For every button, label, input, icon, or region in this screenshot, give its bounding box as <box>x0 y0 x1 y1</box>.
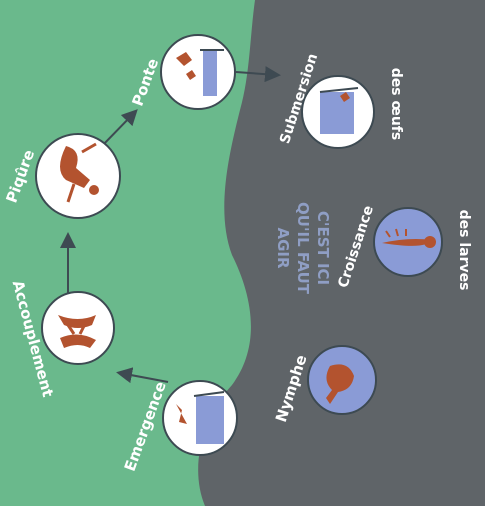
zone-text-line: C'EST ICI <box>314 211 332 285</box>
stage-accouplement: Accouplement <box>9 278 114 399</box>
stage-piqure: Piqûre <box>2 134 120 218</box>
zone-text-line: AGIR <box>274 227 292 269</box>
submerged-eggs-icon <box>320 88 358 134</box>
stage-ponte: Ponte <box>128 35 235 109</box>
arrow-emergence-to-accouplement <box>120 373 168 382</box>
stage-label-ponte: Ponte <box>128 56 162 109</box>
stage-label-croissance-line2: des larves <box>456 210 472 291</box>
stage-label-emergence: Emergence <box>121 379 170 474</box>
stage-label-piqure: Piqûre <box>2 147 38 205</box>
zone-text-line: QU'IL FAUT <box>294 202 312 295</box>
stage-label-submersion-line2: des œufs <box>388 68 404 140</box>
arrow-piqure-to-ponte <box>100 112 135 148</box>
